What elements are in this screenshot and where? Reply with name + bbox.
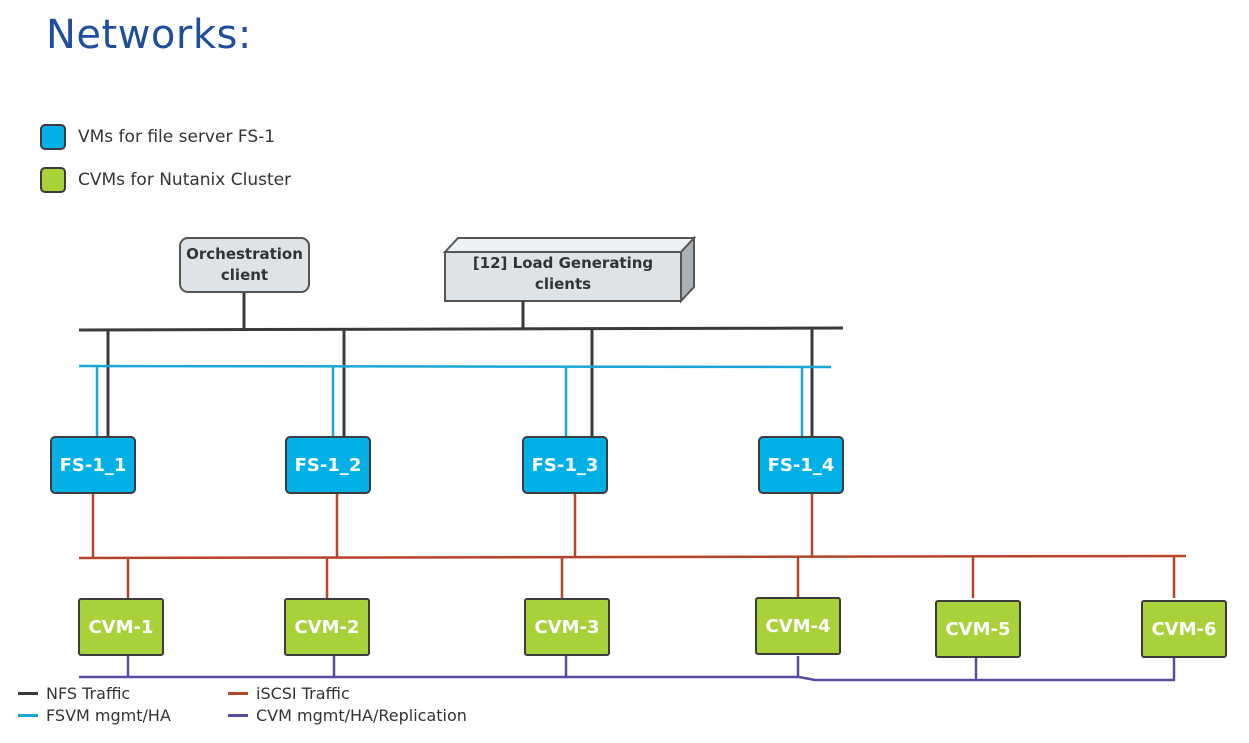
legend-cvm-swatch [40,167,66,193]
nfs-network [78,293,844,438]
fs-node-4: FS-1_4 [758,436,844,494]
fs-node-1: FS-1_1 [50,436,136,494]
fsvm-network [78,364,832,438]
load-generating-clients-label: [12] Load Generating clients [472,254,654,293]
legend-fs: VMs for file server FS-1 [40,124,275,150]
legend-nfs: NFS Traffic [18,684,130,703]
legend-fs-label: VMs for file server FS-1 [78,127,276,147]
fs-node-2: FS-1_2 [285,436,371,494]
cvm-node-5: CVM-5 [935,600,1021,658]
cvm-node-1: CVM-1 [78,598,164,656]
legend-cvm-mgmt: CVM mgmt/HA/Replication [228,706,467,725]
legend-fs-swatch [40,124,66,150]
orchestration-client-box: Orchestration client [179,237,310,293]
cvm-node-6: CVM-6 [1141,600,1227,658]
legend-cvm-mgmt-label: CVM mgmt/HA/Replication [256,706,467,725]
legend-cvm: CVMs for Nutanix Cluster [40,167,291,193]
cvm-network [79,656,1176,682]
cvm-node-4: CVM-4 [755,597,841,655]
page-title: Networks: [46,12,252,58]
iscsi-network [78,494,1187,598]
legend-cvm-label: CVMs for Nutanix Cluster [78,170,292,190]
legend-iscsi-label: iSCSI Traffic [256,684,350,703]
legend-nfs-line [18,692,38,695]
fs-node-3: FS-1_3 [522,436,608,494]
legend-cvm-mgmt-line [228,714,248,717]
cvm-node-3: CVM-3 [524,598,610,656]
legend-fsvm-line [18,714,38,717]
legend-iscsi: iSCSI Traffic [228,684,350,703]
legend-iscsi-line [228,692,248,695]
cvm-node-2: CVM-2 [284,598,370,656]
load-clients-box-shape [442,235,697,304]
legend-fsvm: FSVM mgmt/HA [18,706,171,725]
legend-fsvm-label: FSVM mgmt/HA [46,706,171,725]
legend-nfs-label: NFS Traffic [46,684,131,703]
